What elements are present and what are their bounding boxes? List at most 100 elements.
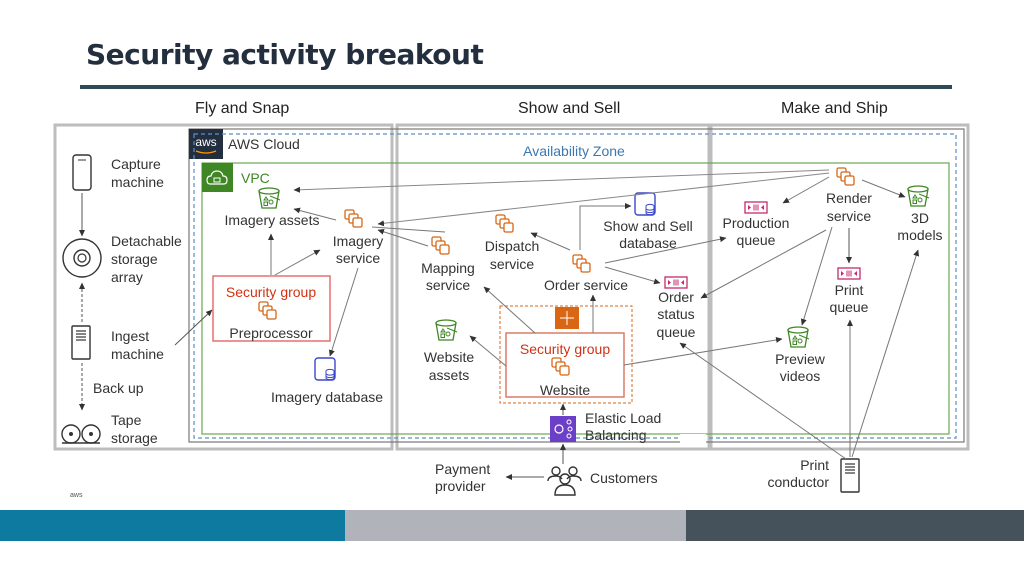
security-group-label: Security group	[520, 341, 610, 357]
s3-bucket-icon	[907, 185, 930, 207]
website-assets: Website assets	[424, 319, 475, 383]
svg-text:service: service	[827, 208, 872, 224]
ec2-instances-icon	[344, 209, 363, 228]
availability-zone-label: Availability Zone	[523, 143, 625, 159]
svg-text:machine: machine	[111, 174, 164, 190]
svg-text:Website: Website	[424, 349, 475, 365]
svg-text:Imagery assets: Imagery assets	[225, 212, 320, 228]
print-queue: Print queue	[830, 267, 869, 315]
imagery-assets: Imagery assets	[225, 187, 320, 228]
ec2-instances-icon	[836, 167, 855, 186]
ec2-instances-icon	[572, 254, 591, 273]
mapping-service: Mapping service	[421, 236, 475, 293]
svg-text:service: service	[490, 256, 535, 272]
svg-text:Payment: Payment	[435, 461, 490, 477]
svg-text:Production: Production	[723, 215, 790, 231]
payment-provider: Payment provider	[435, 461, 490, 494]
section-label-fly-and-snap: Fly and Snap	[195, 100, 290, 117]
svg-text:Tape: Tape	[111, 412, 142, 428]
svg-text:Elastic Load: Elastic Load	[585, 410, 661, 426]
svg-text:status: status	[657, 306, 694, 322]
svg-text:storage: storage	[111, 251, 158, 267]
section-label-show-and-sell: Show and Sell	[518, 100, 621, 117]
svg-text:Ingest: Ingest	[111, 328, 149, 344]
ingest-machine: Ingest machine	[71, 325, 164, 362]
section-box-show-and-sell	[395, 123, 711, 451]
svg-text:models: models	[897, 227, 942, 243]
s3-bucket-icon	[258, 187, 281, 209]
svg-text:queue: queue	[830, 299, 869, 315]
preprocessor-label: Preprocessor	[229, 325, 313, 341]
svg-text:Balancing: Balancing	[585, 427, 647, 443]
availability-zone-container: Availability Zone	[193, 133, 957, 439]
print-conductor: Print conductor	[768, 457, 860, 493]
ec2-instances-icon	[431, 236, 450, 255]
svg-text:videos: videos	[780, 368, 820, 384]
svg-text:Order service: Order service	[544, 277, 628, 293]
users-icon	[547, 466, 582, 496]
detachable-storage-array: Detachable storage array	[62, 233, 182, 285]
footer-bar-gray	[345, 510, 686, 541]
svg-text:database: database	[619, 235, 677, 251]
show-and-sell-database: Show and Sell database	[603, 192, 693, 251]
svg-text:provider: provider	[435, 478, 486, 494]
svg-text:Print: Print	[835, 282, 864, 298]
preview-videos: Preview videos	[775, 326, 826, 384]
svg-text:Capture: Capture	[111, 156, 161, 172]
elastic-load-balancing: Elastic Load Balancing	[550, 410, 661, 443]
svg-text:Customers: Customers	[590, 470, 658, 486]
back-up-label: Back up	[93, 380, 144, 396]
ec2-instances-icon	[495, 214, 514, 233]
svg-text:queue: queue	[657, 324, 696, 340]
svg-text:array: array	[111, 269, 143, 285]
svg-text:Dispatch: Dispatch	[485, 238, 539, 254]
s3-bucket-icon	[787, 326, 810, 348]
imagery-service: Imagery service	[333, 209, 384, 266]
queue-icon	[744, 201, 768, 214]
title-divider	[80, 85, 952, 89]
vpc-label: VPC	[241, 170, 270, 186]
disk-icon	[62, 238, 102, 278]
section-box-make-and-ship	[709, 123, 970, 451]
queue-icon	[664, 276, 688, 289]
footer-bar-dark	[686, 510, 1024, 541]
page-title: Security activity breakout	[86, 38, 484, 71]
svg-text:service: service	[426, 277, 471, 293]
s3-bucket-icon	[435, 319, 458, 341]
3d-models: 3D models	[897, 185, 943, 243]
aws-cloud-label: AWS Cloud	[228, 136, 300, 152]
section-box-fly-and-snap	[53, 123, 394, 451]
svg-text:Detachable: Detachable	[111, 233, 182, 249]
footer-bar-teal	[0, 510, 345, 541]
database-icon	[634, 192, 656, 216]
svg-text:Imagery: Imagery	[333, 233, 384, 249]
svg-text:storage: storage	[111, 430, 158, 446]
capture-machine: Capture machine	[72, 154, 164, 191]
security-group-website: Security group Website	[505, 332, 625, 398]
render-service: Render service	[826, 167, 872, 224]
security-group-preprocessor: Security group Preprocessor	[212, 275, 331, 342]
aws-logo-text: aws	[195, 135, 216, 149]
svg-text:Imagery database: Imagery database	[271, 389, 383, 405]
server-icon	[840, 458, 860, 493]
svg-text:machine: machine	[111, 346, 164, 362]
database-icon	[314, 357, 336, 381]
customers: Customers	[547, 466, 658, 496]
svg-text:3D: 3D	[911, 210, 929, 226]
svg-text:assets: assets	[429, 367, 469, 383]
section-label-make-and-ship: Make and Ship	[781, 100, 888, 117]
server-icon	[71, 325, 91, 360]
svg-text:Mapping: Mapping	[421, 260, 475, 276]
order-status-queue: Order status queue	[657, 276, 696, 340]
order-service: Order service	[544, 254, 628, 293]
tape-icon	[61, 424, 101, 444]
auto-scaling-group	[499, 305, 633, 404]
svg-text:queue: queue	[737, 232, 776, 248]
security-group-label: Security group	[226, 284, 316, 300]
production-queue: Production queue	[723, 201, 790, 248]
dispatch-service: Dispatch service	[485, 214, 539, 272]
svg-text:Show and Sell: Show and Sell	[603, 218, 693, 234]
queue-icon	[837, 267, 861, 280]
mobile-device-icon	[72, 154, 92, 191]
